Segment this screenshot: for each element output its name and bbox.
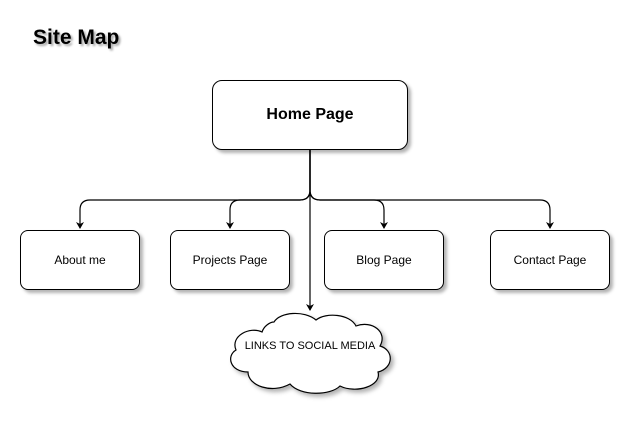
about-me-node: About me [20,230,140,290]
contact-page-label: Contact Page [513,253,587,267]
projects-page-node: Projects Page [170,230,290,290]
connector-contact [309,150,554,229]
connectors [76,150,554,311]
social-media-cloud [230,312,391,394]
site-map-title: Site Map [33,26,120,49]
connector-about [76,150,311,229]
home-page-node: Home Page [212,80,408,150]
contact-page-node: Contact Page [490,230,610,290]
about-me-label: About me [54,253,106,267]
connector-projects [226,150,311,229]
social-media-cloud-label: LINKS TO SOCIAL MEDIA [244,340,376,352]
blog-page-node: Blog Page [324,230,444,290]
projects-page-label: Projects Page [192,253,268,267]
home-page-label: Home Page [266,106,354,123]
connector-blog [309,150,388,229]
blog-page-label: Blog Page [356,253,412,267]
